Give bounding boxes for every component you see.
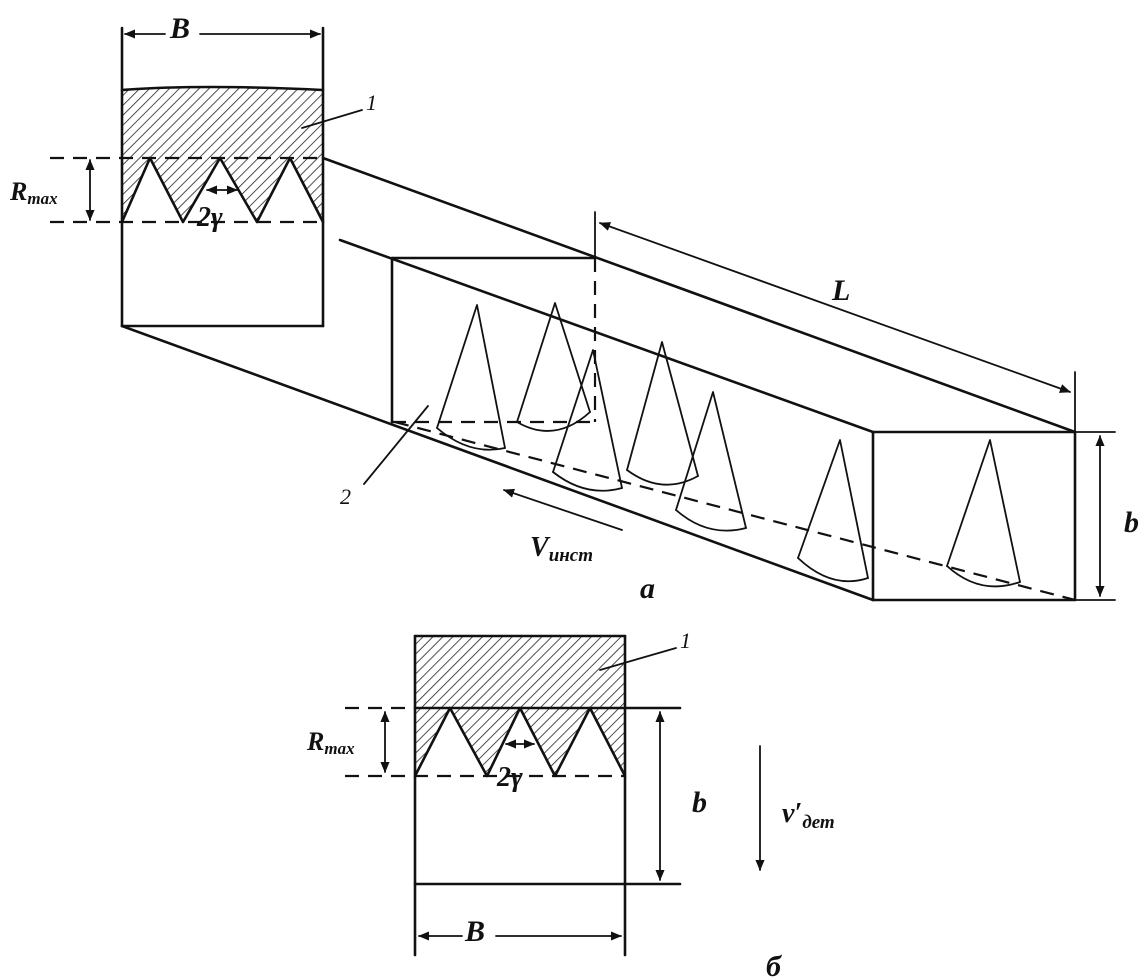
grain-cones	[436, 302, 1021, 588]
cone	[797, 439, 869, 583]
leader-line-1-top	[301, 109, 363, 129]
height-label-right: b	[1124, 506, 1139, 539]
part-2-label: 2	[340, 484, 351, 509]
height-label-bottom: b	[692, 786, 707, 819]
part-velocity-arrow: v′дет	[755, 745, 835, 871]
length-dimension: L	[594, 211, 1076, 433]
part-1-label-top: 1	[366, 90, 377, 115]
view-b-label: б	[766, 950, 782, 980]
angle-marker-top: 2γ	[196, 185, 238, 233]
cone	[436, 304, 506, 451]
view-a-label: а	[640, 572, 655, 605]
view-a-cross-section	[50, 26, 325, 328]
part-1-label-bottom: 1	[680, 628, 691, 653]
cone	[516, 302, 591, 432]
cone	[946, 439, 1021, 588]
angle-label-bottom: 2γ	[496, 762, 523, 793]
cone	[626, 341, 699, 486]
rmax-dimension-top: Rmax	[9, 159, 95, 221]
height-dimension-right: b	[1074, 431, 1139, 601]
tool-velocity-label: Vинст	[530, 532, 593, 566]
view-b-cross-section	[345, 634, 682, 957]
width-label-bottom: B	[464, 915, 485, 948]
width-dimension-top: B	[124, 12, 321, 45]
rmax-label-top: Rmax	[9, 177, 58, 208]
leader-line-2	[363, 405, 429, 485]
width-label-top: B	[169, 12, 190, 45]
cone	[552, 349, 623, 492]
tool-velocity-arrow: Vинст	[503, 488, 623, 566]
leader-line-1-bottom	[599, 647, 677, 671]
angle-label-top: 2γ	[196, 202, 223, 233]
part-velocity-label: v′дет	[782, 798, 835, 833]
cone	[675, 391, 747, 532]
height-dimension-bottom: b	[655, 711, 707, 881]
length-label: L	[831, 274, 850, 307]
rmax-label-bottom: Rmax	[306, 727, 355, 758]
rmax-dimension-bottom: Rmax	[306, 711, 390, 773]
width-dimension-bottom: B	[418, 915, 622, 948]
angle-marker-bottom: 2γ	[496, 739, 535, 793]
